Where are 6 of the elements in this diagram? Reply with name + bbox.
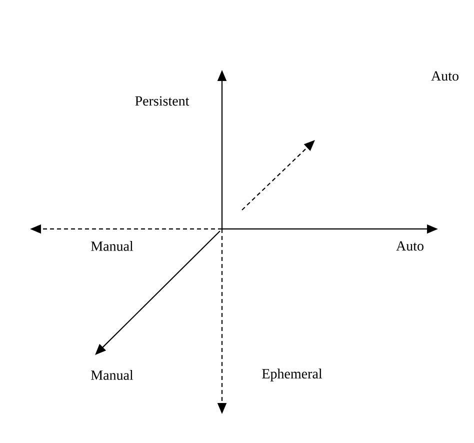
axis-label: Auto: [396, 241, 424, 251]
axis-label: Ephemeral: [262, 368, 322, 382]
axis-label: Auto: [431, 71, 458, 81]
axis-label: Manual: [91, 241, 134, 251]
axis-label: Persistent: [135, 96, 190, 106]
axis-label: Manual: [91, 370, 134, 380]
